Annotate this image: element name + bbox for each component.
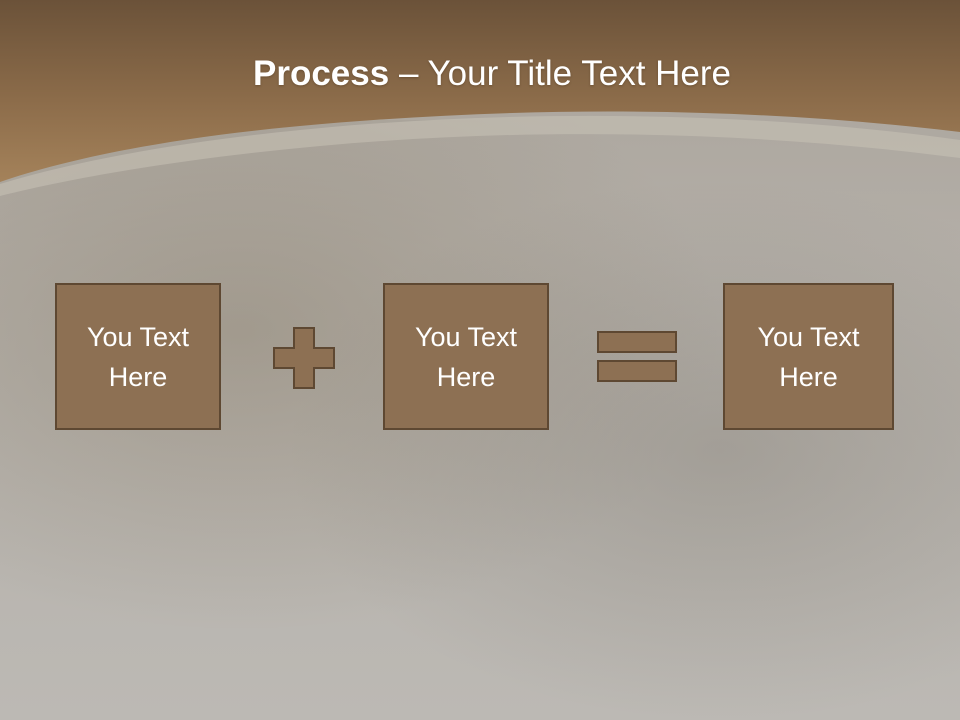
process-box-1: You Text Here xyxy=(55,283,221,430)
plus-icon xyxy=(273,327,335,389)
process-box-3: You Text Here xyxy=(723,283,894,430)
process-box-2-text: You Text Here xyxy=(414,321,518,392)
header-band xyxy=(0,0,960,182)
process-box-2: You Text Here xyxy=(383,283,549,430)
process-box-1-text: You Text Here xyxy=(86,321,190,392)
process-box-3-text: You Text Here xyxy=(757,321,860,392)
equals-icon xyxy=(597,331,677,382)
header-arc-highlight xyxy=(0,115,960,196)
page-title: Process – Your Title Text Here xyxy=(0,52,960,96)
title-rest-text: – Your Title Text Here xyxy=(389,54,731,93)
title-bold-text: Process xyxy=(253,54,390,93)
